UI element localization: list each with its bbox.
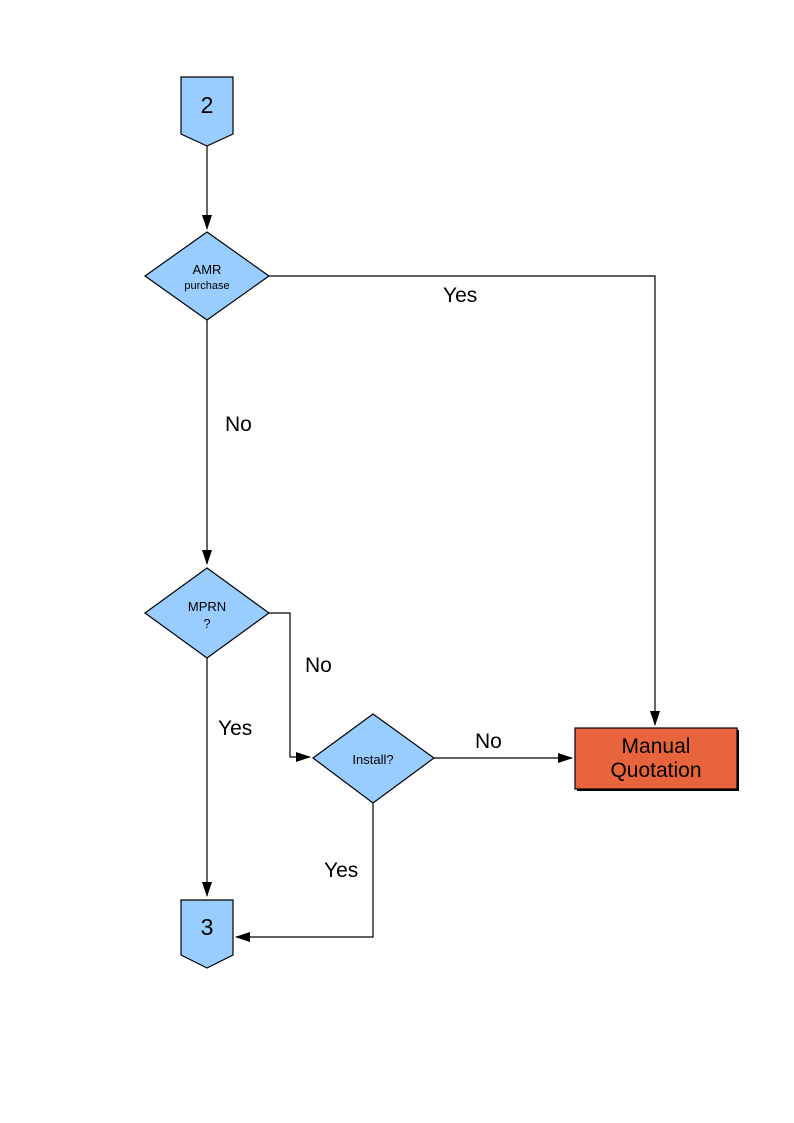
edge-label-amr-no: No — [225, 413, 252, 436]
offpage-connector-2: 2 — [180, 76, 234, 147]
manual-quotation-label-line2: Quotation — [610, 759, 701, 782]
decision-mprn: MPRN ? — [143, 567, 271, 659]
edge-mprn-no-to-install — [269, 612, 311, 762]
decision-install: Install? — [311, 713, 436, 804]
manual-quotation-label-line1: Manual — [622, 735, 691, 758]
connector-3-shape — [180, 899, 234, 969]
edge-label-mprn-no: No — [305, 654, 332, 677]
decision-install-shape — [311, 713, 436, 804]
connector-3-label: 3 — [201, 914, 214, 940]
connector-2-shape — [180, 76, 234, 147]
decision-amr-label-line1: AMR — [193, 262, 222, 277]
connector-2-label: 2 — [201, 92, 214, 118]
decision-mprn-shape — [143, 567, 271, 659]
edge-install-yes-to-connector3 — [235, 803, 374, 942]
decision-amr-label-line2: purchase — [184, 280, 229, 292]
edge-amr-yes-to-manual-quotation — [269, 275, 660, 726]
offpage-connector-3: 3 — [180, 899, 234, 969]
manual-quotation-shape — [574, 727, 738, 790]
decision-amr-shape — [143, 231, 271, 321]
decision-mprn-label-line1: MPRN — [188, 599, 226, 614]
decision-install-label: Install? — [352, 752, 393, 767]
edge-label-install-yes: Yes — [324, 859, 358, 882]
edge-label-install-no: No — [475, 730, 502, 753]
edge-label-mprn-yes: Yes — [218, 717, 252, 740]
process-manual-quotation: Manual Quotation — [574, 727, 739, 791]
decision-amr-purchase: AMR purchase — [143, 231, 271, 321]
decision-mprn-label-line2: ? — [203, 616, 210, 631]
edge-label-amr-yes: Yes — [443, 284, 477, 307]
